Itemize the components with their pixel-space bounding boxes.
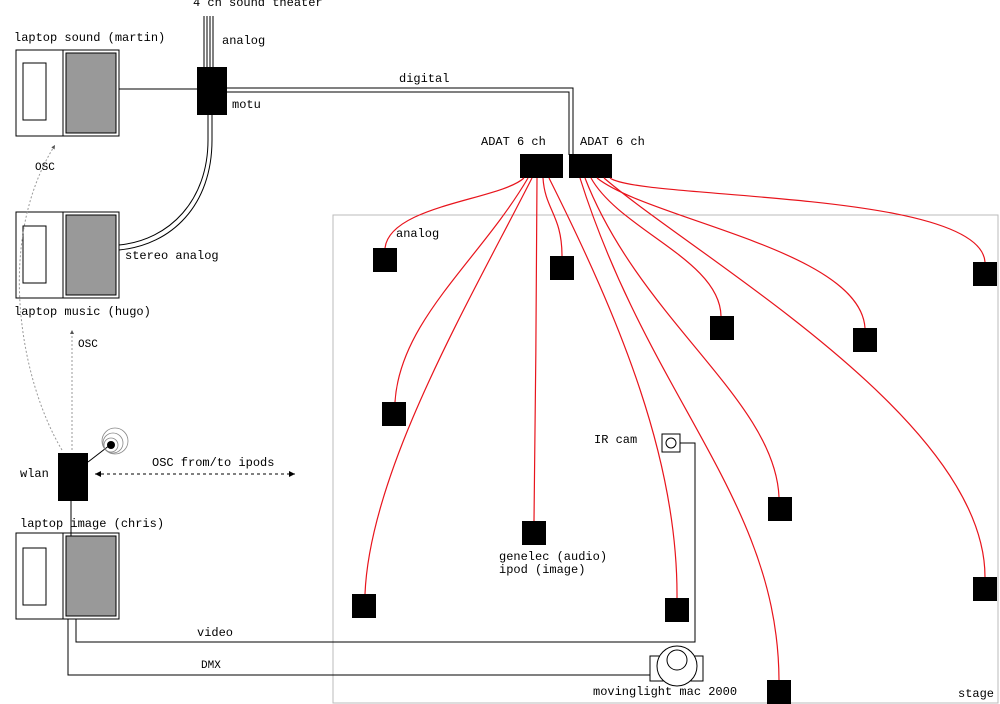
digital-cable: [227, 87, 574, 155]
label-video: video: [197, 626, 234, 640]
adat-box-2: [569, 154, 612, 178]
label-genelec: genelec (audio): [499, 550, 608, 564]
motu-box: [197, 67, 227, 115]
label-digital: digital: [399, 72, 450, 86]
speaker: [522, 521, 546, 545]
speaker: [550, 256, 574, 280]
label-stage: stage: [958, 687, 995, 701]
label-analog-stage: analog: [396, 227, 440, 241]
speaker-cable: [394, 177, 529, 403]
speaker-cable: [584, 177, 780, 498]
label-laptop-music: laptop music (hugo): [14, 305, 151, 319]
video-cable: [75, 442, 696, 643]
label-osc-ipods: OSC from/to ipods: [152, 456, 275, 470]
stage-area: [332, 214, 999, 704]
speaker: [352, 594, 376, 618]
label-dmx: DMX: [201, 660, 221, 672]
wifi-signal-icon: [101, 427, 129, 455]
dmx-cable: [67, 619, 650, 676]
speaker: [373, 248, 397, 272]
speaker-cable: [542, 177, 563, 257]
speaker-cable: [596, 177, 866, 329]
wlan-box: [58, 453, 88, 501]
speaker: [768, 497, 792, 521]
label-osc-1: OSC: [35, 162, 55, 174]
laptop-image: [15, 532, 120, 620]
speaker: [710, 316, 734, 340]
stereo-analog-cable: [118, 115, 213, 251]
speaker: [853, 328, 877, 352]
speaker-cable: [364, 177, 533, 595]
ir-cam-icon: [661, 433, 681, 453]
label-laptop-sound: laptop sound (martin): [14, 31, 166, 45]
speaker: [382, 402, 406, 426]
laptop-sound: [15, 49, 120, 137]
label-wlan: wlan: [20, 467, 49, 481]
label-laptop-image: laptop image (chris): [20, 517, 165, 531]
label-ipod: ipod (image): [499, 563, 586, 577]
label-stereo-analog: stereo analog: [125, 249, 219, 263]
analog-4ch-cable: [203, 16, 214, 67]
label-analog-top: analog: [222, 34, 266, 48]
adat-box-1: [520, 154, 563, 178]
wlan-antenna: [87, 444, 111, 463]
label-adat-2: ADAT 6 ch: [580, 135, 645, 149]
label-ir-cam: IR cam: [594, 433, 638, 447]
speaker: [767, 680, 791, 704]
speaker: [973, 577, 997, 601]
speaker-cable: [579, 177, 780, 681]
speaker: [665, 598, 689, 622]
movinglight-icon: [649, 645, 704, 687]
label-osc-2: OSC: [78, 339, 98, 351]
speaker-cable: [384, 177, 525, 249]
label-motu: motu: [232, 98, 261, 112]
speaker-cable: [603, 177, 986, 578]
speaker-cable: [590, 177, 722, 317]
speaker-cable: [609, 177, 986, 263]
label-movinglight: movinglight mac 2000: [593, 685, 738, 699]
label-adat-1: ADAT 6 ch: [481, 135, 546, 149]
label-sound-theater: 4 ch sound theater: [193, 0, 323, 10]
speaker-cable: [533, 177, 538, 522]
speaker-cable: [548, 177, 678, 599]
speaker: [973, 262, 997, 286]
laptop-music: [15, 211, 120, 299]
